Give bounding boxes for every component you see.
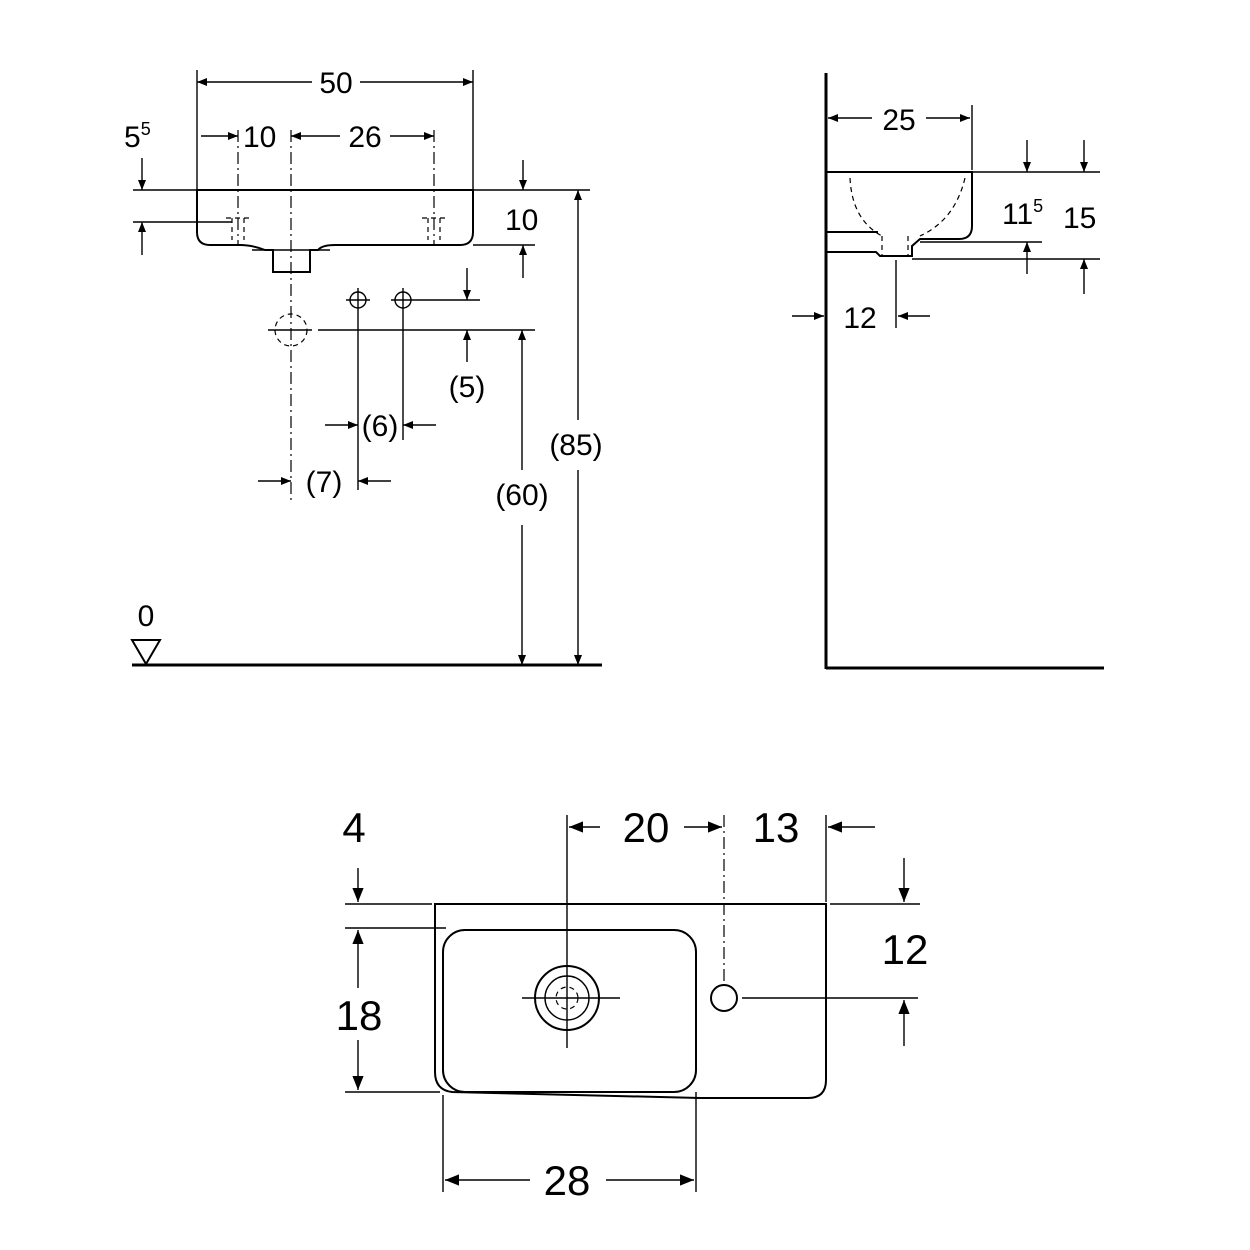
dim-inner-width: 28 [544, 1157, 591, 1204]
dim-waste-to-tap: 20 [623, 804, 670, 851]
dim-tap-from-back: 12 [882, 926, 929, 973]
tap-hole [710, 984, 738, 1012]
floor-level-label: 0 [138, 600, 155, 633]
top-view: 20 13 4 18 12 28 [336, 804, 929, 1204]
side-basin-outline [826, 171, 973, 257]
dim-inner-depth: 18 [336, 992, 383, 1039]
dim-total-height: (85) [549, 429, 602, 462]
side-view: 25 115 15 12 [792, 73, 1104, 670]
front-basin-outline [196, 189, 474, 273]
dim-supply-vertical: (5) [449, 371, 486, 404]
floor-level-symbol [130, 639, 162, 666]
dim-tap-offset: 10 [243, 121, 276, 154]
dim-basin-depth: 10 [505, 204, 538, 237]
dim-width-50: 50 [319, 67, 352, 100]
dim-projection: 25 [882, 104, 915, 137]
dim-waste-height: (60) [495, 479, 548, 512]
dim-top-offset: 55 [124, 119, 151, 154]
top-basin-outline [434, 903, 827, 1099]
dim-waste-from-wall: 12 [843, 302, 876, 335]
dim-supply-horizontal: (7) [306, 466, 343, 499]
dim-rim-offset: 4 [342, 804, 365, 851]
dim-side-height: 15 [1063, 202, 1096, 235]
dim-supply-spacing: (6) [362, 410, 399, 443]
dim-tap-spacing: 26 [348, 121, 381, 154]
dim-depth: 115 [1002, 196, 1043, 231]
front-view: 50 10 26 55 10 (5) (6) [124, 67, 603, 667]
dim-tap-to-edge: 13 [753, 804, 800, 851]
inner-bowl [442, 929, 697, 1093]
